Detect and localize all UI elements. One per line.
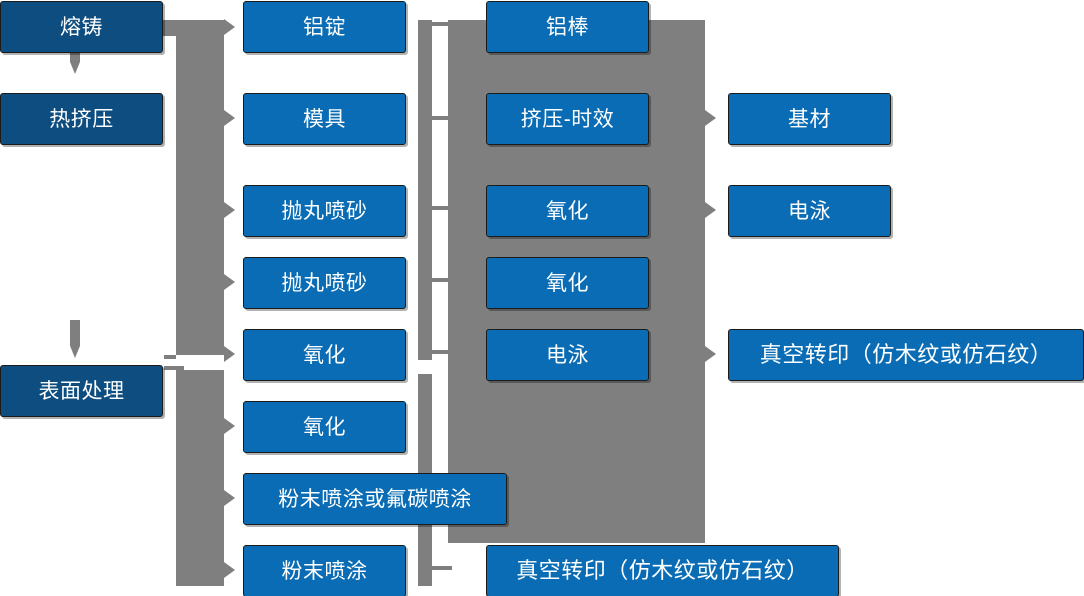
arrow-to-yanghua-a xyxy=(224,346,235,362)
process-box-yanghua-3-label: 氧化 xyxy=(546,199,589,223)
process-box-yanghua-1-label: 氧化 xyxy=(303,343,346,367)
bracket-tick-3 xyxy=(432,206,452,210)
process-box-fenmopentu-huotan-label: 粉末喷涂或氟碳喷涂 xyxy=(278,487,472,511)
process-box-dianyong-1[interactable]: 电泳 xyxy=(486,329,649,381)
bracket-tick-2 xyxy=(432,116,452,120)
process-box-fenmopentu[interactable]: 粉末喷涂 xyxy=(243,545,406,596)
process-box-lvding[interactable]: 铝锭 xyxy=(243,1,406,53)
arrow-to-paowan2 xyxy=(224,274,235,290)
arrow-to-lvding xyxy=(224,19,235,35)
process-box-yanghua-1[interactable]: 氧化 xyxy=(243,329,406,381)
output-box-dianyong[interactable]: 电泳 xyxy=(728,185,891,237)
output-box-zhenkongzhuanyin[interactable]: 真空转印（仿木纹或仿石纹） xyxy=(728,329,1084,381)
stage-box-rejiya[interactable]: 热挤压 xyxy=(0,93,163,145)
arrow-to-fenmo xyxy=(224,562,235,578)
arrow-to-fenmo-huotan xyxy=(224,490,235,506)
process-box-yanghua-2[interactable]: 氧化 xyxy=(243,401,406,453)
output-box-zhenkongzhuanyin-label: 真空转印（仿木纹或仿石纹） xyxy=(759,342,1053,367)
arrow-to-dianyong xyxy=(705,202,716,218)
bracket-tick-5 xyxy=(432,350,452,354)
process-box-paowanpensha-2[interactable]: 抛丸喷砂 xyxy=(243,257,406,309)
bracket-tick-1 xyxy=(432,22,452,26)
bracket-tick-6 xyxy=(432,566,452,570)
left-connector-trunk xyxy=(176,20,224,355)
arrow-to-paowan1 xyxy=(224,202,235,218)
process-box-lvbang[interactable]: 铝棒 xyxy=(486,1,649,53)
stage-box-biaomianchuli[interactable]: 表面处理 xyxy=(0,365,163,417)
process-box-zhenkongzhuanyin-1[interactable]: 真空转印（仿木纹或仿石纹） xyxy=(486,545,839,596)
process-box-zhenkongzhuanyin-1-label: 真空转印（仿木纹或仿石纹） xyxy=(516,558,809,583)
process-box-fenmopentu-huotan[interactable]: 粉末喷涂或氟碳喷涂 xyxy=(243,473,507,525)
process-box-jiya-shixiao-label: 挤压-时效 xyxy=(520,107,615,131)
process-box-lvbang-label: 铝棒 xyxy=(546,15,589,39)
process-box-muju[interactable]: 模具 xyxy=(243,93,406,145)
bracket-tick-4 xyxy=(432,278,452,282)
output-box-jicai[interactable]: 基材 xyxy=(728,93,891,145)
arrow-to-yanghua-b xyxy=(224,418,235,434)
stage-drop-arrow-2 xyxy=(70,320,80,358)
process-box-yanghua-3[interactable]: 氧化 xyxy=(486,185,649,237)
stage-box-rejiya-label: 热挤压 xyxy=(49,107,114,131)
process-box-paowanpensha-2-label: 抛丸喷砂 xyxy=(281,271,368,295)
left-connector-stage3-bracket xyxy=(164,355,176,359)
arrow-to-muju xyxy=(224,110,235,126)
process-box-fenmopentu-label: 粉末喷涂 xyxy=(281,559,368,583)
process-box-paowanpensha-1-label: 抛丸喷砂 xyxy=(281,199,368,223)
stage-box-biaomianchuli-label: 表面处理 xyxy=(38,379,125,403)
process-box-jiya-shixiao[interactable]: 挤压-时效 xyxy=(486,93,649,145)
stage-box-rongzhu-label: 熔铸 xyxy=(60,15,103,39)
process-box-paowanpensha-1[interactable]: 抛丸喷砂 xyxy=(243,185,406,237)
left-connector-trunk-lower xyxy=(176,370,224,586)
bracket-left-bar-upper xyxy=(418,20,432,360)
arrow-to-zhenkong xyxy=(705,346,716,362)
arrow-to-jicai xyxy=(705,110,716,126)
left-connector-stage3-stem xyxy=(164,366,184,370)
process-box-yanghua-4[interactable]: 氧化 xyxy=(486,257,649,309)
process-box-dianyong-1-label: 电泳 xyxy=(546,343,589,367)
stage-box-rongzhu[interactable]: 熔铸 xyxy=(0,1,163,53)
process-box-lvding-label: 铝锭 xyxy=(303,15,346,39)
output-box-jicai-label: 基材 xyxy=(788,107,831,131)
stage-drop-arrow-1 xyxy=(70,36,80,74)
process-box-yanghua-4-label: 氧化 xyxy=(546,271,589,295)
output-box-dianyong-label: 电泳 xyxy=(788,199,831,223)
process-box-muju-label: 模具 xyxy=(303,107,346,131)
process-box-yanghua-2-label: 氧化 xyxy=(303,415,346,439)
